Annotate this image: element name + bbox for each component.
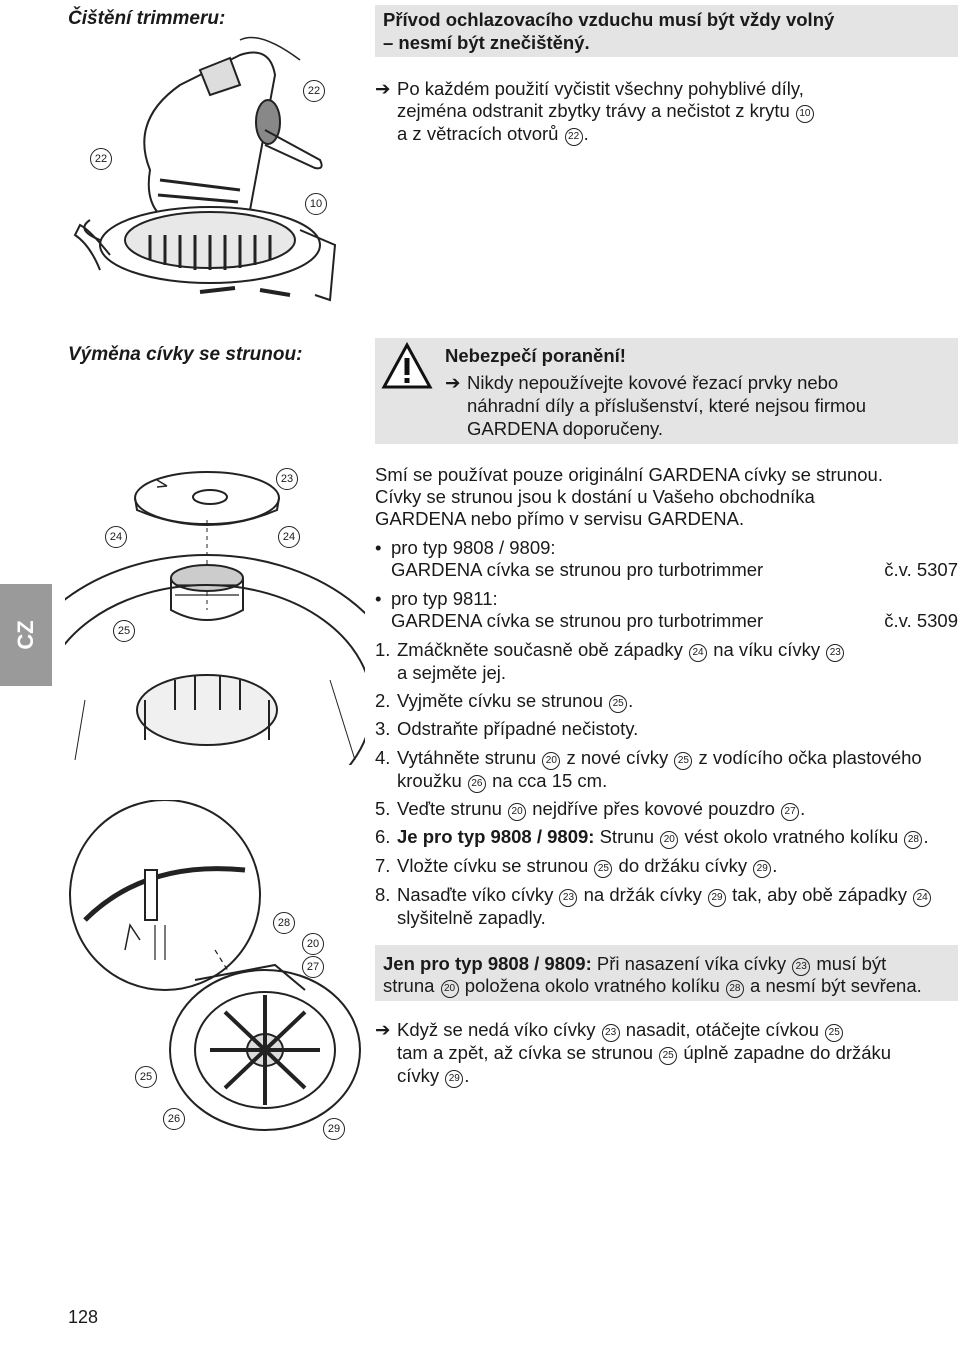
note-box-9808: Jen pro typ 9808 / 9809: Při nasazení ví… — [375, 945, 958, 1001]
warning-line3: GARDENA doporučeny. — [467, 418, 664, 439]
bullet-9811: •pro typ 9811: — [375, 588, 498, 609]
spool-illustration-top: 23 24 24 25 — [6, 460, 408, 856]
arrow-icon: ➔ — [445, 372, 461, 393]
cooling-air-note-line2: – nesmí být znečištěný. — [383, 32, 590, 53]
page-number: 128 — [68, 1307, 99, 1327]
callout-25: 25 — [113, 620, 135, 642]
callout-10: 10 — [305, 193, 327, 215]
step-7: 7.Vložte cívku se strunou 25 do držáku c… — [375, 855, 778, 878]
section-title-cleaning: Čištění trimmeru: — [68, 8, 226, 29]
cleaning-instruction-line1: Po každém použití vyčistit všechny pohyb… — [397, 78, 804, 99]
language-tab-label: CZ — [13, 620, 38, 650]
bullet-icon: • — [375, 588, 382, 609]
step-8: 8.Nasaďte víko cívky 23 na držák cívky 2… — [375, 884, 960, 929]
warning-triangle-icon — [381, 342, 433, 389]
bullet-9808-product: GARDENA cívka se strunou pro turbotrimme… — [391, 559, 958, 580]
arrow-icon: ➔ — [375, 78, 391, 99]
step-5: 5.Veďte strunu 20 nejdříve přes kovové p… — [375, 798, 806, 821]
product-code-5307: č.v. 5307 — [884, 559, 958, 580]
callout-25-lower: 25 — [135, 1066, 157, 1088]
trimmer-illustration: 22 22 10 — [60, 30, 360, 320]
spool-hint: ➔Když se nedá víko cívky 23 nasadit, otá… — [375, 1019, 892, 1088]
callout-22-right: 22 — [303, 80, 325, 102]
step-2: 2.Vyjměte cívku se strunou 25. — [375, 690, 634, 713]
intro-line1: Smí se používat pouze originální GARDENA… — [375, 464, 883, 485]
product-code-5309: č.v. 5309 — [884, 610, 958, 631]
note-line2: struna 20 položena okolo vratného kolíku… — [383, 975, 922, 998]
callout-24-right: 24 — [278, 526, 300, 548]
bullet-icon: • — [375, 537, 382, 558]
section-title-spool: Výměna cívky se strunou: — [68, 344, 303, 365]
trimmer-drawing — [73, 36, 337, 302]
ref-number: 22 — [564, 128, 583, 146]
callout-26: 26 — [163, 1108, 185, 1130]
language-tab: CZ — [0, 584, 52, 686]
cooling-air-note-line1: Přívod ochlazovacího vzduchu musí být vž… — [383, 9, 835, 30]
cleaning-instruction-line2: zejména odstranit zbytky trávy a nečisto… — [397, 100, 790, 121]
bullet-9808: •pro typ 9808 / 9809: — [375, 537, 556, 558]
warning-title: Nebezpečí poranění! — [445, 345, 626, 366]
cleaning-instruction: ➔ Po každém použití vyčistit všechny pohy… — [375, 78, 960, 146]
callout-22-left: 22 — [90, 148, 112, 170]
callout-27: 27 — [302, 956, 324, 978]
callout-23: 23 — [276, 468, 298, 490]
spool-detail-drawing — [69, 799, 361, 1131]
step-6: 6.Je pro typ 9808 / 9809: Strunu 20 vést… — [375, 826, 929, 849]
intro-line3: GARDENA nebo přímo v servisu GARDENA. — [375, 508, 745, 529]
warning-line1: ➔Nikdy nepoužívejte kovové řezací prvky … — [445, 372, 839, 393]
cleaning-instruction-line3: a z větracích otvorů — [397, 123, 559, 144]
step-3: 3.Odstraňte případné nečistoty. — [375, 718, 639, 739]
callout-20: 20 — [302, 933, 324, 955]
cooling-air-note-box: Přívod ochlazovacího vzduchu musí být vž… — [375, 5, 958, 57]
spool-exploded-drawing — [6, 471, 408, 856]
callout-28: 28 — [273, 912, 295, 934]
ref-number: 10 — [795, 105, 814, 123]
callout-24-left: 24 — [105, 526, 127, 548]
bullet-9811-product: GARDENA cívka se strunou pro turbotrimme… — [391, 610, 958, 631]
warning-line2: náhradní díly a příslušenství, které nej… — [467, 395, 866, 416]
arrow-icon: ➔ — [375, 1019, 391, 1040]
spool-illustration-detail: 28 20 27 25 26 29 — [65, 799, 365, 1150]
step-1: 1.Zmáčkněte současně obě západky 24 na v… — [375, 639, 960, 684]
note-line1: Jen pro typ 9808 / 9809: Při nasazení ví… — [383, 953, 887, 976]
step-4: 4.Vytáhněte strunu 20 z nové cívky 25 z … — [375, 747, 922, 793]
warning-box: Nebezpečí poranění! ➔Nikdy nepoužívejte … — [375, 338, 958, 444]
intro-line2: Cívky se strunou jsou k dostání u Vašeho… — [375, 486, 815, 507]
callout-29: 29 — [323, 1118, 345, 1140]
